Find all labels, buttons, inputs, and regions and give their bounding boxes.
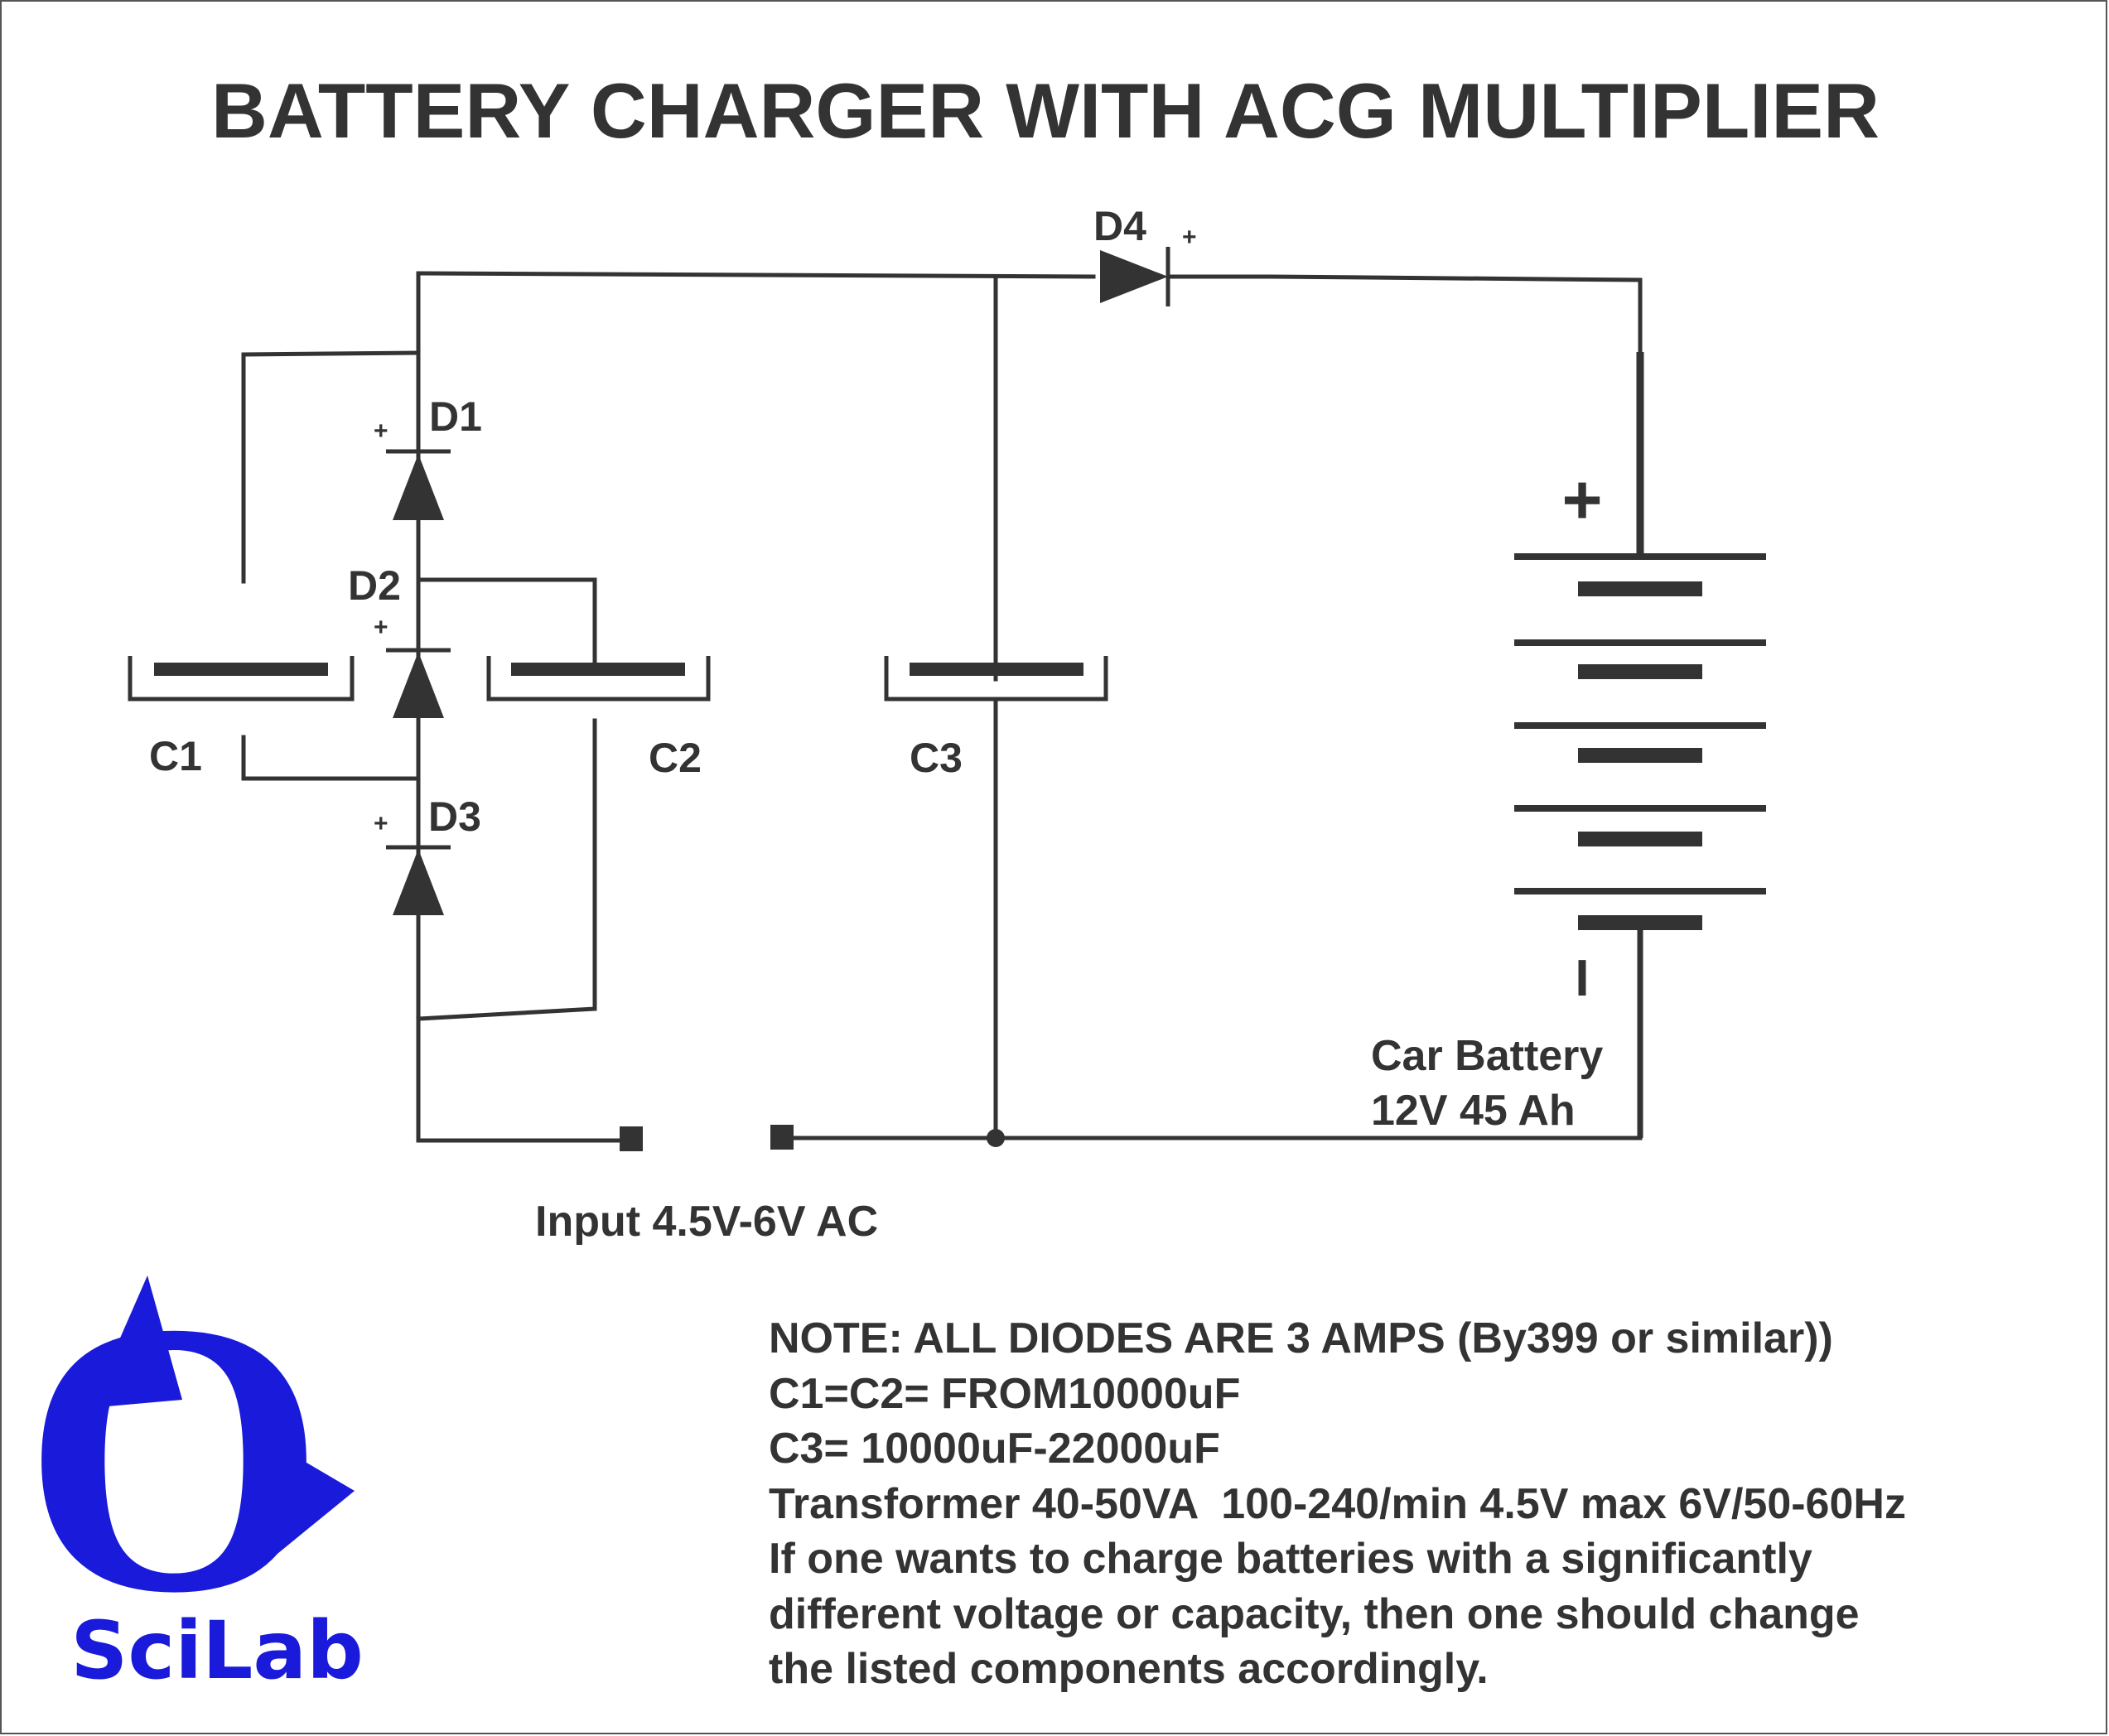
battery-label-type: Car Battery xyxy=(1371,1032,1603,1080)
label-c3: C3 xyxy=(910,735,963,781)
battery-label-rating: 12V 45 Ah xyxy=(1371,1087,1576,1135)
wire-c2-bottom xyxy=(416,718,597,1021)
wire-top-left xyxy=(416,271,1096,279)
note-line: If one wants to charge batteries with a … xyxy=(769,1535,1812,1583)
note-line: the listed components accordingly. xyxy=(769,1645,1489,1693)
note-line: different voltage or capacity, then one … xyxy=(769,1589,1860,1638)
wire-c1-top xyxy=(241,350,421,584)
label-d4: D4 xyxy=(1093,203,1146,249)
logo-text: SciLab xyxy=(70,1604,364,1697)
plus-d2: + xyxy=(374,614,388,641)
note-line: Transformer 40-50VA 100-240/min 4.5V max… xyxy=(769,1479,1906,1528)
battery-minus-sign: I xyxy=(1575,950,1589,1007)
capacitor-c3 xyxy=(884,656,1108,702)
capacitor-c1 xyxy=(128,656,355,702)
logo-left-arrow xyxy=(89,1275,182,1408)
wire-c2-top xyxy=(416,577,597,667)
input-label: Input 4.5V-6V AC xyxy=(535,1198,878,1246)
page-title: BATTERY CHARGER WITH ACG MULTIPLIER xyxy=(211,67,1880,154)
logo-right-arrow xyxy=(273,1458,355,1557)
label-c1: C1 xyxy=(149,733,202,779)
wire-top-right xyxy=(1166,274,1643,359)
input-terminal-left xyxy=(620,1126,643,1151)
capacitor-c2 xyxy=(486,656,711,702)
note-line: NOTE: ALL DIODES ARE 3 AMPS (By399 or si… xyxy=(769,1314,1833,1362)
label-d2: D2 xyxy=(348,562,401,609)
plus-d1: + xyxy=(374,417,388,445)
input-terminal-right xyxy=(770,1125,794,1150)
label-d3: D3 xyxy=(428,793,481,840)
plus-d3: + xyxy=(374,810,388,837)
wire-diode-string xyxy=(416,271,632,1143)
junction-dot xyxy=(987,1129,1005,1147)
diode-d2 xyxy=(386,648,451,718)
logo-glyph: O xyxy=(22,1242,326,1673)
battery-plus-sign: + xyxy=(1561,461,1602,538)
label-d1: D1 xyxy=(429,393,482,440)
wire-c1-bottom xyxy=(241,735,421,781)
battery-cells xyxy=(1514,553,1766,930)
diode-d1 xyxy=(386,449,451,520)
diode-d4 xyxy=(1100,247,1170,306)
notes-block: NOTE: ALL DIODES ARE 3 AMPS (By399 or si… xyxy=(769,1311,2094,1697)
note-line: C1=C2= FROM10000uF xyxy=(769,1369,1241,1418)
diode-d3 xyxy=(386,845,451,915)
plus-d4: + xyxy=(1182,224,1197,251)
label-c2: C2 xyxy=(649,735,702,781)
scilab-logo: O SciLab xyxy=(22,1242,364,1697)
note-line: C3= 10000uF-22000uF xyxy=(769,1425,1220,1473)
